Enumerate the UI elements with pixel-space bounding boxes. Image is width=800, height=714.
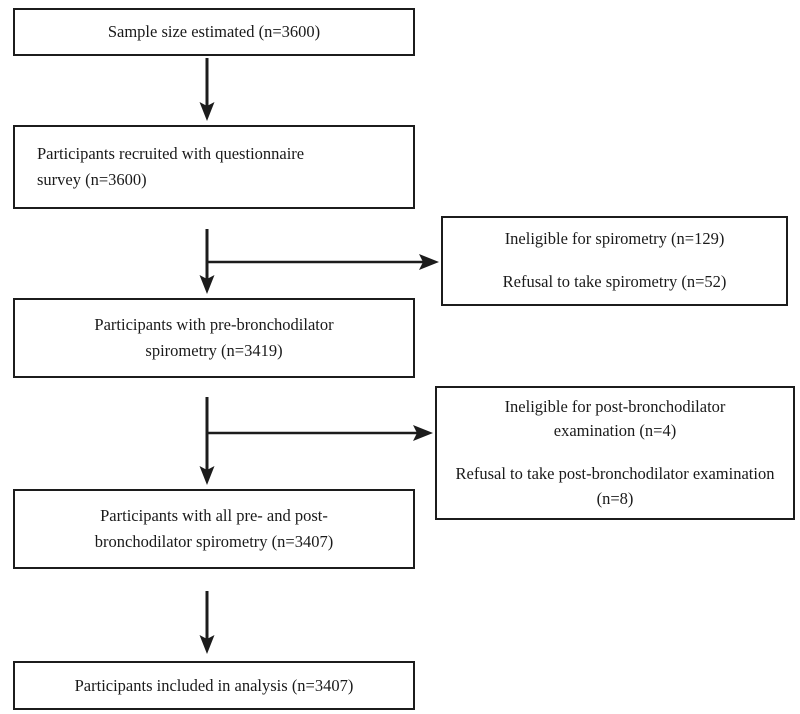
exclusion-post-line2: examination (n=4) [553, 421, 677, 441]
node-pre-bronchodilator: Participants with pre-bronchodilator spi… [13, 298, 415, 378]
arrow-recruited-to-pre [199, 229, 215, 294]
node-recruited-line1: Participants recruited with questionnair… [37, 144, 305, 164]
arrow-pre-to-post [199, 397, 215, 485]
exclusion-spirometry-line1: Ineligible for spirometry (n=129) [504, 229, 725, 249]
node-recruited: Participants recruited with questionnair… [13, 125, 415, 209]
node-exclusion-post-bronchodilator: Ineligible for post-bronchodilator exami… [435, 386, 795, 520]
node-pre-bronchodilator-line1: Participants with pre-bronchodilator [94, 315, 334, 335]
node-pre-and-post-line2: bronchodilator spirometry (n=3407) [94, 532, 334, 551]
node-included-analysis: Participants included in analysis (n=340… [13, 661, 415, 710]
node-included-analysis-label: Participants included in analysis (n=340… [74, 675, 354, 695]
node-pre-and-post: Participants with all pre- and post- bro… [13, 489, 415, 569]
arrow-sample-to-recruited [199, 58, 215, 121]
arrow-branch-to-exclusion-2 [207, 425, 433, 441]
exclusion-spacer [443, 252, 786, 270]
node-pre-and-post-line1: Participants with all pre- and post- [100, 506, 328, 526]
node-exclusion-spirometry: Ineligible for spirometry (n=129) Refusa… [441, 216, 788, 306]
exclusion-spirometry-line2: Refusal to take spirometry (n=52) [502, 272, 727, 291]
exclusion-post-line3: Refusal to take post-bronchodilator exam… [455, 464, 775, 483]
exclusion-post-line4: (n=8) [596, 488, 634, 508]
node-sample-size-label: Sample size estimated (n=3600) [107, 22, 321, 42]
arrow-branch-to-exclusion-1 [207, 254, 439, 270]
exclusion-post-line1: Ineligible for post-bronchodilator [504, 396, 726, 416]
node-recruited-line2: survey (n=3600) [37, 170, 147, 189]
node-pre-bronchodilator-line2: spirometry (n=3419) [145, 341, 283, 360]
node-sample-size: Sample size estimated (n=3600) [13, 8, 415, 56]
exclusion-spacer-2 [437, 444, 793, 462]
arrow-post-to-analysis [199, 591, 215, 654]
